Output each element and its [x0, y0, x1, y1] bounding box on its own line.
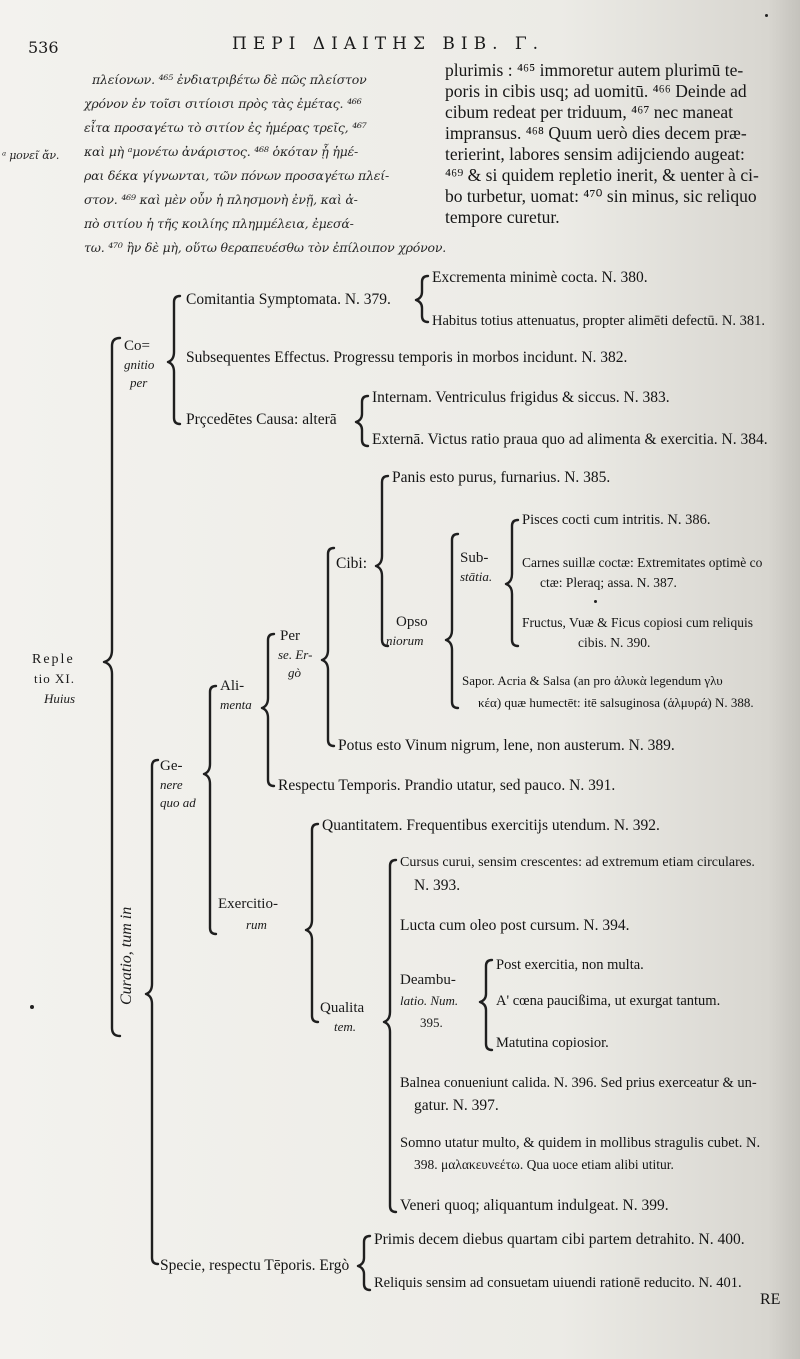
cognitio-label-line3: per	[130, 375, 148, 390]
post-exercitia-text: Post exercitia, non multa.	[496, 957, 644, 973]
latin-line: plurimis : ⁴⁶⁵ immoretur autem plurimū t…	[445, 60, 744, 80]
page-number: 536	[28, 38, 59, 57]
pisces-text: Pisces cocti cum intritis. N. 386.	[522, 512, 711, 528]
greek-line: πὸ σιτίου ἡ τῆς κοιλίης πλημμέλεια, ἐμεσ…	[84, 216, 354, 231]
greek-line: πλείονων. ⁴⁶⁵ ἐνδιατριβέτω δὲ πῶς πλείστ…	[92, 72, 367, 87]
greek-line: καὶ μὴ ᵃμονέτω ἀνάριστος. ⁴⁶⁸ ὁκόταν ᾗ ἡ…	[84, 144, 359, 159]
substatia-brace	[504, 518, 520, 648]
latin-line: tempore curetur.	[445, 207, 560, 227]
greek-line: στον. ⁴⁶⁹ καὶ μὲν οὖν ἡ πλησμονὴ ἐνῇ, κα…	[84, 192, 358, 207]
somno-text-line2: 398. μαλακευνεέτω. Qua uoce etiam alibi …	[414, 1157, 674, 1172]
ink-spot	[30, 1005, 34, 1009]
precedentes-text: Prçcedētes Causa: alterā	[186, 411, 337, 428]
cibi-brace	[374, 474, 390, 648]
respectu-text: Respectu Temporis. Prandio utatur, sed p…	[278, 777, 616, 794]
excrementa-text: Excrementa minimè cocta. N. 380.	[432, 269, 648, 286]
running-head: ΠΕΡΙ ΔΙΑΙΤΗΣ ΒΙΒ. Γ.	[232, 34, 545, 54]
alimenta-brace	[260, 632, 276, 788]
panis-text: Panis esto purus, furnarius. N. 385.	[392, 469, 611, 486]
exercitiorum-brace	[304, 822, 320, 1024]
balnea-text-line1: Balnea conueniunt calida. N. 396. Sed pr…	[400, 1075, 757, 1091]
perse-label-line2: se. Er-	[278, 647, 313, 662]
precedentes-brace	[354, 394, 370, 448]
coena-text: A' cœna paucißima, ut exurgat tantum.	[496, 993, 721, 1009]
cursus-text-line2: N. 393.	[414, 877, 461, 894]
reliquis-text: Reliquis sensim ad consuetam uiuendi rat…	[374, 1275, 742, 1291]
latin-line: poris in cibis usq; ad uomitū. ⁴⁶⁶ Deind…	[445, 81, 747, 101]
latin-line: bo turbetur, uomat: ⁴⁷⁰ sin minus, sic r…	[445, 186, 757, 206]
cognitio-label-line2: gnitio	[124, 357, 155, 372]
carnes-text-line1: Carnes suillæ coctæ: Extremitates optimè…	[522, 555, 763, 570]
veneri-text: Veneri quoq; aliquantum indulgeat. N. 39…	[400, 1197, 669, 1214]
exercitiorum-label-line1: Exercitio-	[218, 896, 278, 912]
primis-text: Primis decem diebus quartam cibi partem …	[374, 1231, 745, 1248]
comitantia-brace	[414, 274, 430, 324]
curatio-brace	[144, 758, 160, 1266]
cursus-text-line1: Cursus curui, sensim crescentes: ad extr…	[400, 855, 755, 870]
latin-line: terierint, labores sensim adijciendo aug…	[445, 144, 745, 164]
subsequentes-text: Subsequentes Effectus. Progressu tempori…	[186, 349, 628, 366]
externa-text: Externā. Victus ratio praua quo ad alime…	[372, 431, 768, 448]
greek-line: ραι δέκα γίγνωνται, τῶν πόνων προσαγέτω …	[84, 168, 390, 183]
potus-text: Potus esto Vinum nigrum, lene, non auste…	[338, 737, 675, 754]
latin-line: cibum redeat per triduum, ⁴⁶⁷ nec maneat	[445, 102, 733, 122]
fructus-text-line1: Fructus, Vuæ & Ficus copiosi cum reliqui…	[522, 615, 754, 630]
genere-brace	[202, 684, 218, 936]
opso-label-line2: niorum	[386, 633, 424, 648]
deambu-label-line3: 395.	[420, 1015, 443, 1030]
catchword: RE	[760, 1291, 781, 1308]
comitantia-text: Comitantia Symptomata. N. 379.	[186, 291, 391, 308]
deambulatio-brace	[478, 958, 494, 1052]
exercitiorum-label-line2: rum	[246, 917, 267, 932]
curatio-label: Curatio, tum in	[118, 906, 135, 1005]
genere-label-line2: nere	[160, 777, 183, 792]
qualitatem-label-line1: Qualita	[320, 1000, 365, 1016]
latin-line: impransus. ⁴⁶⁸ Quum uerò dies decem præ-	[445, 123, 747, 143]
cognitio-brace	[166, 294, 182, 426]
cognitio-label-line1: Co=	[124, 338, 150, 354]
root-label-line3: Huius	[44, 691, 76, 706]
greek-margin-note: ᵃ μονεῖ ἄν.	[2, 149, 60, 162]
greek-line: χρόνον ἐν τοῖσι σιτίοισι πρὸς τὰς ἐμέτας…	[84, 96, 362, 111]
ink-spot	[594, 600, 597, 603]
greek-line: τω. ⁴⁷⁰ ἢν δὲ μὴ, οὕτω θεραπευέσθω τὸν ἐ…	[84, 240, 447, 255]
quantitatem-text: Quantitatem. Frequentibus exercitijs ute…	[322, 817, 660, 834]
opso-brace	[444, 532, 460, 710]
cibi-label: Cibi:	[336, 555, 368, 572]
ink-spot	[765, 14, 768, 17]
latin-line: ⁴⁶⁹ & si quidem repletio inerit, & uente…	[445, 165, 759, 185]
internam-text: Internam. Ventriculus frigidus & siccus.…	[372, 389, 670, 406]
genere-label-line1: Ge-	[160, 758, 183, 774]
genere-label-line3: quo ad	[160, 795, 196, 810]
qualitatem-label-line2: tem.	[334, 1019, 357, 1034]
deambu-label-line1: Deambu-	[400, 972, 456, 988]
root-label-line2: tio XI.	[34, 671, 75, 686]
perse-label-line3: gò	[288, 665, 301, 680]
habitus-text: Habitus totius attenuatus, propter alimē…	[432, 313, 766, 329]
balnea-text-line2: gatur. N. 397.	[414, 1097, 499, 1114]
root-label-line1: Reple	[32, 652, 75, 667]
perse-brace	[320, 546, 336, 748]
sapor-text-line1: Sapor. Acria & Salsa (an pro ἁλυκὰ legen…	[462, 673, 723, 688]
specie-brace	[356, 1234, 372, 1292]
qualitatem-brace	[382, 858, 398, 1214]
matutina-text: Matutina copiosior.	[496, 1035, 609, 1051]
deambu-label-line2: latio. Num.	[400, 993, 459, 1008]
carnes-text-line2: ctæ: Pleraq; assa. N. 387.	[540, 575, 677, 590]
specie-text: Specie, respectu Tēporis. Ergò	[160, 1257, 350, 1274]
substatia-label-line1: Sub-	[460, 550, 489, 566]
sapor-text-line2: κέα) quæ humectēt: itē salsuginosa (ἁλμυ…	[478, 695, 754, 710]
greek-line: εἶτα προσαγέτω τὸ σιτίον ἐς ἡμέρας τρεῖς…	[84, 120, 367, 135]
opso-label-line1: Opso	[396, 614, 428, 630]
perse-label-line1: Per	[280, 628, 300, 644]
alimenta-label-line1: Ali-	[220, 678, 245, 694]
fructus-text-line2: cibis. N. 390.	[578, 635, 651, 650]
substatia-label-line2: stātia.	[460, 569, 493, 584]
alimenta-label-line2: menta	[220, 697, 252, 712]
lucta-text: Lucta cum oleo post cursum. N. 394.	[400, 917, 630, 934]
somno-text-line1: Somno utatur multo, & quidem in mollibus…	[400, 1135, 761, 1151]
